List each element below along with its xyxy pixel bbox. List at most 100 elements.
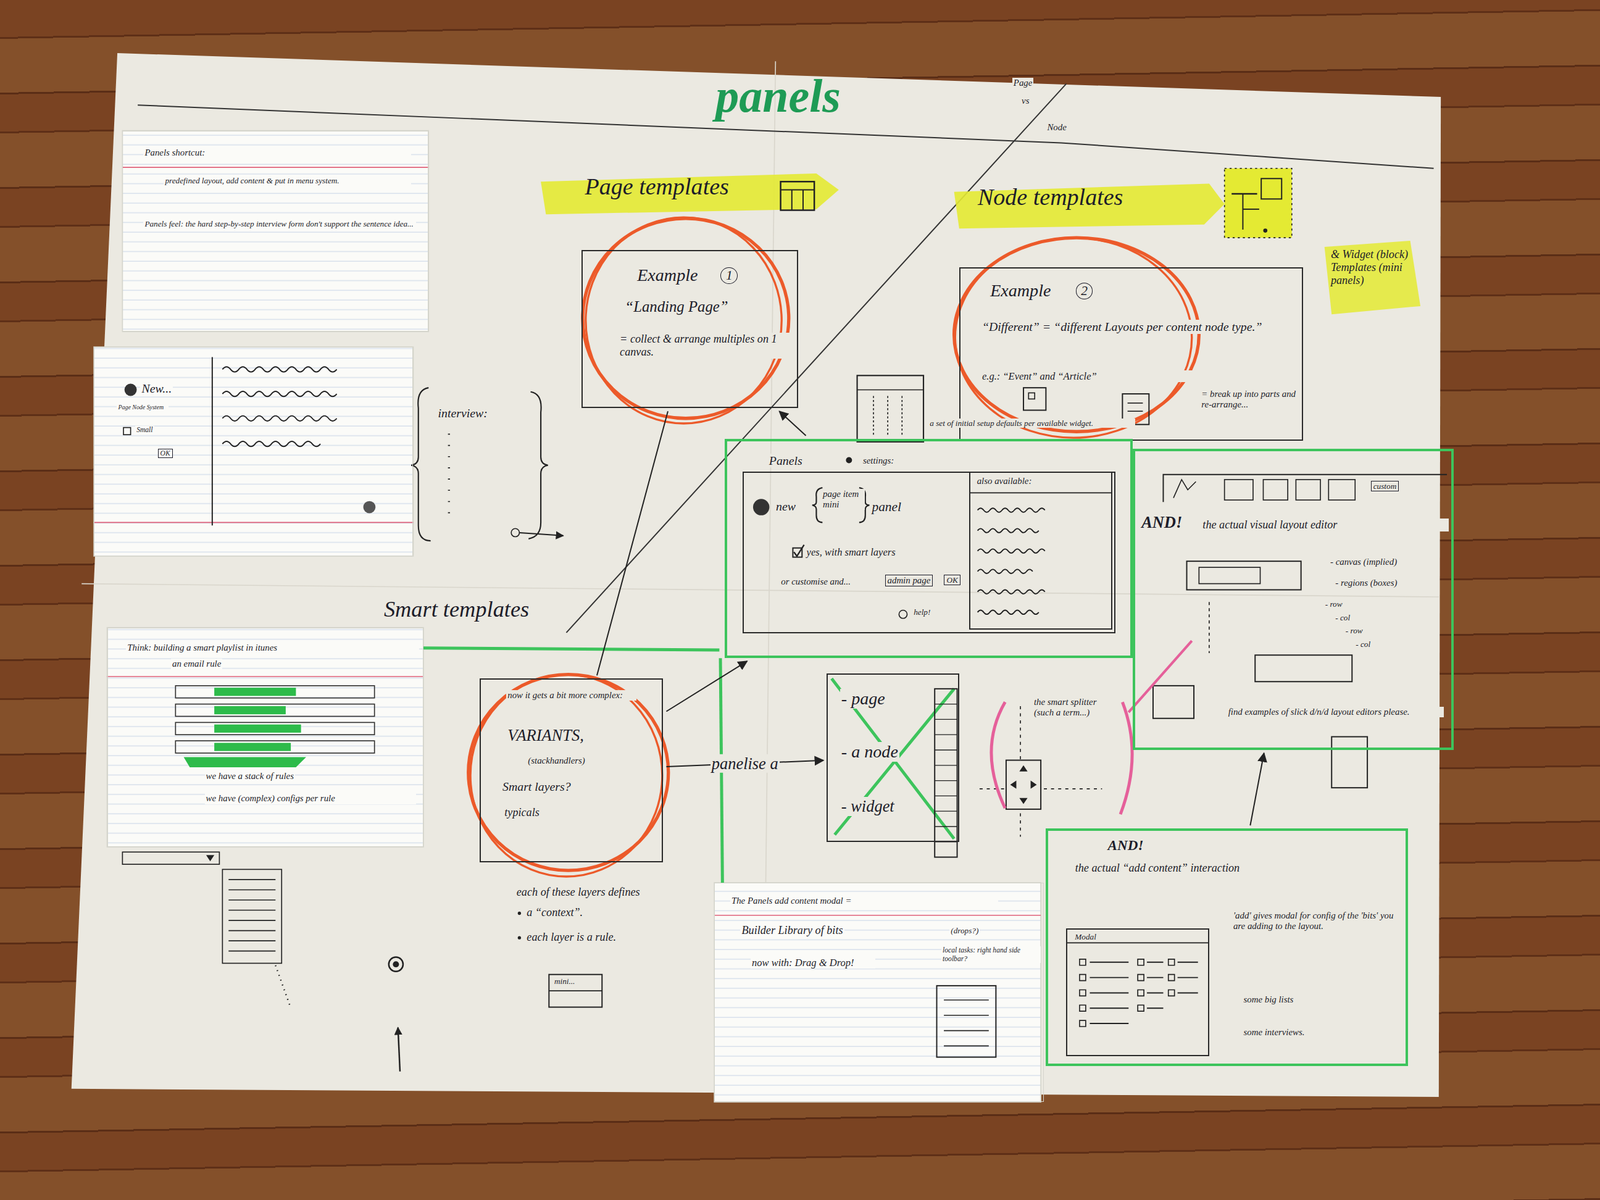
arrow (519, 532, 563, 536)
handwritten-text: Think: building a smart playlist in itun… (125, 642, 420, 654)
handwritten-text: we have a stack of rules (204, 770, 296, 782)
placeholder-text (977, 528, 1039, 533)
highlight-band (540, 173, 839, 215)
dotted-line (275, 965, 291, 1009)
handwritten-text: VARIANTS, (506, 725, 586, 745)
rule-row (175, 722, 375, 735)
sketch-box: - page- a node- widget (826, 673, 960, 842)
settings-icon (901, 395, 903, 437)
handwritten-text: Example (635, 265, 699, 286)
connector (779, 411, 807, 436)
note-label: & Widget (block) Templates (mini panels) (1329, 248, 1422, 288)
handwritten-text: Panels (767, 453, 804, 468)
note-label: a set of initial setup defaults per avai… (928, 418, 1136, 428)
tab-icon (1295, 479, 1321, 500)
connector (596, 411, 668, 676)
tab-icon (1224, 479, 1254, 500)
note-label: Smart templates (382, 596, 531, 623)
article-icon (1127, 410, 1144, 412)
rule-row (175, 704, 375, 717)
handwritten-text: 1 (720, 267, 738, 284)
connector-dot (511, 528, 520, 537)
placeholder-text (222, 366, 337, 372)
rule-bar (214, 687, 296, 696)
placeholder-text (977, 589, 1046, 594)
handwritten-text: (stackhandlers) (526, 755, 586, 767)
handwritten-text: = break up into parts and re-arrange... (1200, 388, 1300, 410)
highlight-circle (470, 674, 663, 877)
handwritten-text: Builder Library of bits (740, 924, 844, 938)
handwritten-text: Panels shortcut: (143, 147, 412, 159)
help-icon (898, 610, 907, 619)
index-card-sheet (107, 627, 424, 847)
title: panels (714, 69, 842, 123)
handwritten-text: panel (870, 499, 903, 515)
handwritten-text: New... (140, 381, 173, 396)
placeholder-text (977, 508, 1046, 513)
settings-icon (887, 395, 889, 437)
splitter-symbol (1010, 765, 1038, 805)
dropdown-sketch (206, 854, 215, 862)
index-card-sheet (714, 882, 1041, 1102)
handwritten-text: The Panels add content modal = (730, 895, 999, 907)
handwritten-text: Example (988, 280, 1052, 301)
region-box (1153, 685, 1194, 719)
layout-icon (780, 181, 815, 210)
settings-icon (857, 389, 924, 391)
toolbar-sketch (937, 985, 997, 1058)
handwritten-text: 'add' gives modal for config of the 'bit… (1232, 910, 1404, 932)
handwritten-text: = collect & arrange multiples on 1 canva… (618, 332, 795, 359)
bullet (845, 457, 852, 464)
divider-line (566, 83, 1067, 633)
list-sketch (222, 869, 282, 963)
layout-icon (791, 189, 793, 210)
settings-icon (872, 395, 875, 437)
handwritten-text: admin page (885, 574, 934, 587)
index-card: Panels shortcut:predefined layout, add c… (122, 130, 429, 333)
handwritten-text: - col (1354, 639, 1372, 649)
node-template-icon (1231, 193, 1257, 195)
bullet (517, 911, 521, 915)
handwritten-text: page item mini (821, 488, 865, 510)
mini-box (548, 990, 602, 992)
note-label: Node (1045, 122, 1068, 133)
pink-arc (1120, 701, 1133, 815)
handwritten-text: - regions (boxes) (1333, 577, 1399, 589)
index-card-sheet (122, 130, 429, 333)
cross-out (831, 678, 954, 839)
region-box (1254, 654, 1352, 682)
tab-icon (1262, 479, 1288, 500)
note-label: a “context”. (525, 906, 584, 920)
handwritten-text: “Different” = “different Layouts per con… (980, 319, 1290, 334)
tab-bar (1162, 474, 1447, 503)
handwritten-text: OK (158, 448, 173, 459)
handwritten-text: we have (complex) configs per rule (204, 793, 417, 804)
layout-icon (780, 188, 815, 191)
green-region: also available:newpage item minipanelyes… (724, 438, 1133, 659)
toolbar-sketch (943, 1000, 989, 1046)
note-label: vs (1020, 95, 1031, 107)
list-sketch (228, 879, 276, 952)
dropdown-sketch (122, 851, 220, 865)
connector (1250, 753, 1264, 826)
bullet (517, 936, 521, 940)
handwritten-text: Page Node System (116, 403, 168, 411)
tab-icon (1328, 479, 1355, 500)
handwritten-text: custom (1370, 480, 1399, 492)
bracket (528, 391, 548, 539)
sketch-box: also available:newpage item minipanelyes… (742, 471, 1116, 634)
bracket (411, 387, 431, 541)
rule-row (175, 740, 375, 754)
scroll-bar (934, 688, 957, 858)
handwritten-text: now it gets a bit more complex: (506, 690, 637, 701)
pink-arc (991, 701, 1005, 809)
index-card: New... Page Node SystemSmallOK (93, 346, 413, 557)
node-template-icon (1261, 178, 1282, 199)
handwritten-text: Small (135, 425, 154, 434)
note-label: the smart splitter (such a term...) (1032, 696, 1112, 718)
connector (666, 661, 747, 712)
bullet (753, 498, 770, 515)
handwritten-text: an email rule (170, 658, 223, 670)
modal-header (1066, 942, 1209, 944)
handwritten-text: find examples of slick d/n/d layout edit… (1227, 706, 1444, 718)
